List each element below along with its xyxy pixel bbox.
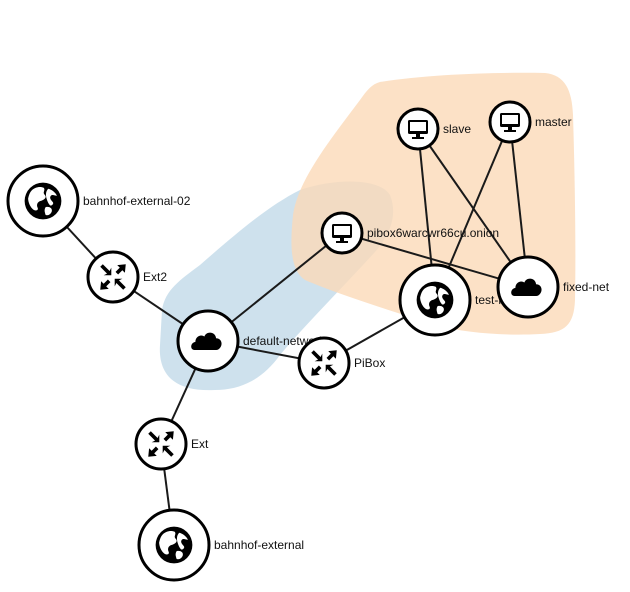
node-label: fixed-net <box>563 280 610 294</box>
node-slave[interactable]: slave <box>396 107 471 151</box>
topology-nodes[interactable]: bahnhof-external-02Ext2default-networkpi… <box>6 100 610 582</box>
node-label: Ext <box>191 437 209 451</box>
node-pibox-onion[interactable]: pibox6warcwr66cu.onion <box>320 211 499 255</box>
globe-icon <box>416 281 454 319</box>
node-label: pibox6warcwr66cu.onion <box>367 226 499 240</box>
node-label: PiBox <box>354 356 385 370</box>
node-bahnhof-external[interactable]: bahnhof-external <box>137 508 304 582</box>
node-bahnhof-external-02[interactable]: bahnhof-external-02 <box>6 164 191 238</box>
node-ring[interactable] <box>134 417 188 471</box>
node-ring[interactable] <box>297 336 351 390</box>
node-label: Ext2 <box>143 270 167 284</box>
node-label: slave <box>443 122 471 136</box>
node-master[interactable]: master <box>488 100 572 144</box>
globe-icon <box>155 526 193 564</box>
node-ext[interactable]: Ext <box>134 417 209 471</box>
node-ring[interactable] <box>86 250 140 304</box>
node-label: bahnhof-external <box>214 538 304 552</box>
node-label: bahnhof-external-02 <box>83 194 191 208</box>
globe-icon <box>24 182 62 220</box>
node-label: master <box>535 115 572 129</box>
node-fixed-net[interactable]: fixed-net <box>496 255 610 319</box>
node-pibox-router[interactable]: PiBox <box>297 336 385 390</box>
node-ext2[interactable]: Ext2 <box>86 250 167 304</box>
link-pibox-onion-fixed-net <box>341 232 529 288</box>
